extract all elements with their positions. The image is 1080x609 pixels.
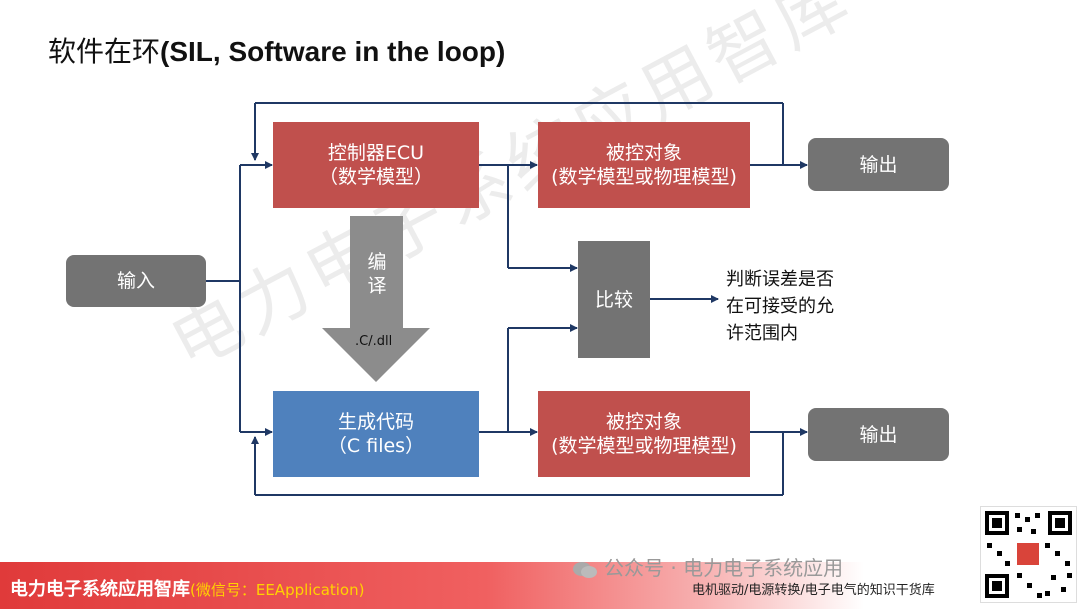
title-cn: 软件在环	[48, 35, 161, 68]
input-box: 输入	[66, 255, 206, 307]
output-top-box: 输出	[808, 138, 949, 191]
footer-tagline: 电机驱动/电源转换/电子电气的知识干货库	[692, 583, 935, 598]
qr-code-icon	[985, 511, 1072, 598]
compare-box: 比较	[578, 241, 650, 358]
plant-top-sublabel: (数学模型或物理模型)	[551, 166, 737, 188]
controller-label: 控制器ECU	[327, 142, 425, 164]
output-bottom-box: 输出	[808, 408, 949, 461]
wechat-label: 公众号 · 电力电子系统应用	[604, 556, 844, 580]
wechat-icon	[573, 561, 597, 578]
result-line3: 许范围内	[726, 323, 798, 344]
compile-label: 编 译	[360, 250, 394, 298]
footer-main-label: 电力电子系统应用智库	[10, 579, 190, 600]
page-title: 软件在环(SIL, Software in the loop)	[48, 30, 505, 70]
result-text: 判断误差是否 在可接受的允 许范围内	[726, 266, 834, 347]
input-label: 输入	[116, 270, 155, 292]
plant-top-label: 被控对象	[605, 142, 682, 164]
compile-char2: 译	[367, 275, 387, 297]
qr-code	[980, 506, 1077, 603]
controller-box: 控制器ECU （数学模型）	[273, 122, 479, 208]
footer-sub-label: (微信号：EEApplication)	[190, 581, 365, 599]
controller-sublabel: （数学模型）	[318, 166, 433, 188]
result-line2: 在可接受的允	[726, 296, 834, 317]
compile-char1: 编	[367, 251, 387, 273]
compare-label: 比较	[594, 288, 633, 311]
codegen-sublabel: （C files）	[327, 435, 425, 457]
codegen-box: 生成代码 （C files）	[273, 391, 479, 477]
output-bottom-label: 输出	[859, 423, 898, 446]
codegen-label: 生成代码	[337, 411, 414, 433]
output-top-label: 输出	[859, 153, 898, 176]
title-en: (SIL, Software in the loop)	[160, 36, 506, 67]
plant-bottom-box: 被控对象 (数学模型或物理模型)	[538, 391, 750, 477]
compile-ext: .C/.dll	[355, 334, 393, 349]
wechat-account: 公众号 · 电力电子系统应用	[572, 552, 843, 581]
plant-bottom-label: 被控对象	[605, 411, 682, 433]
footer-title: 电力电子系统应用智库(微信号：EEApplication)	[10, 575, 364, 601]
plant-top-box: 被控对象 (数学模型或物理模型)	[538, 122, 750, 208]
plant-bottom-sublabel: (数学模型或物理模型)	[551, 435, 737, 457]
footer-bar	[0, 562, 1080, 609]
result-line1: 判断误差是否	[726, 269, 834, 290]
compile-arrow-icon	[322, 216, 430, 382]
